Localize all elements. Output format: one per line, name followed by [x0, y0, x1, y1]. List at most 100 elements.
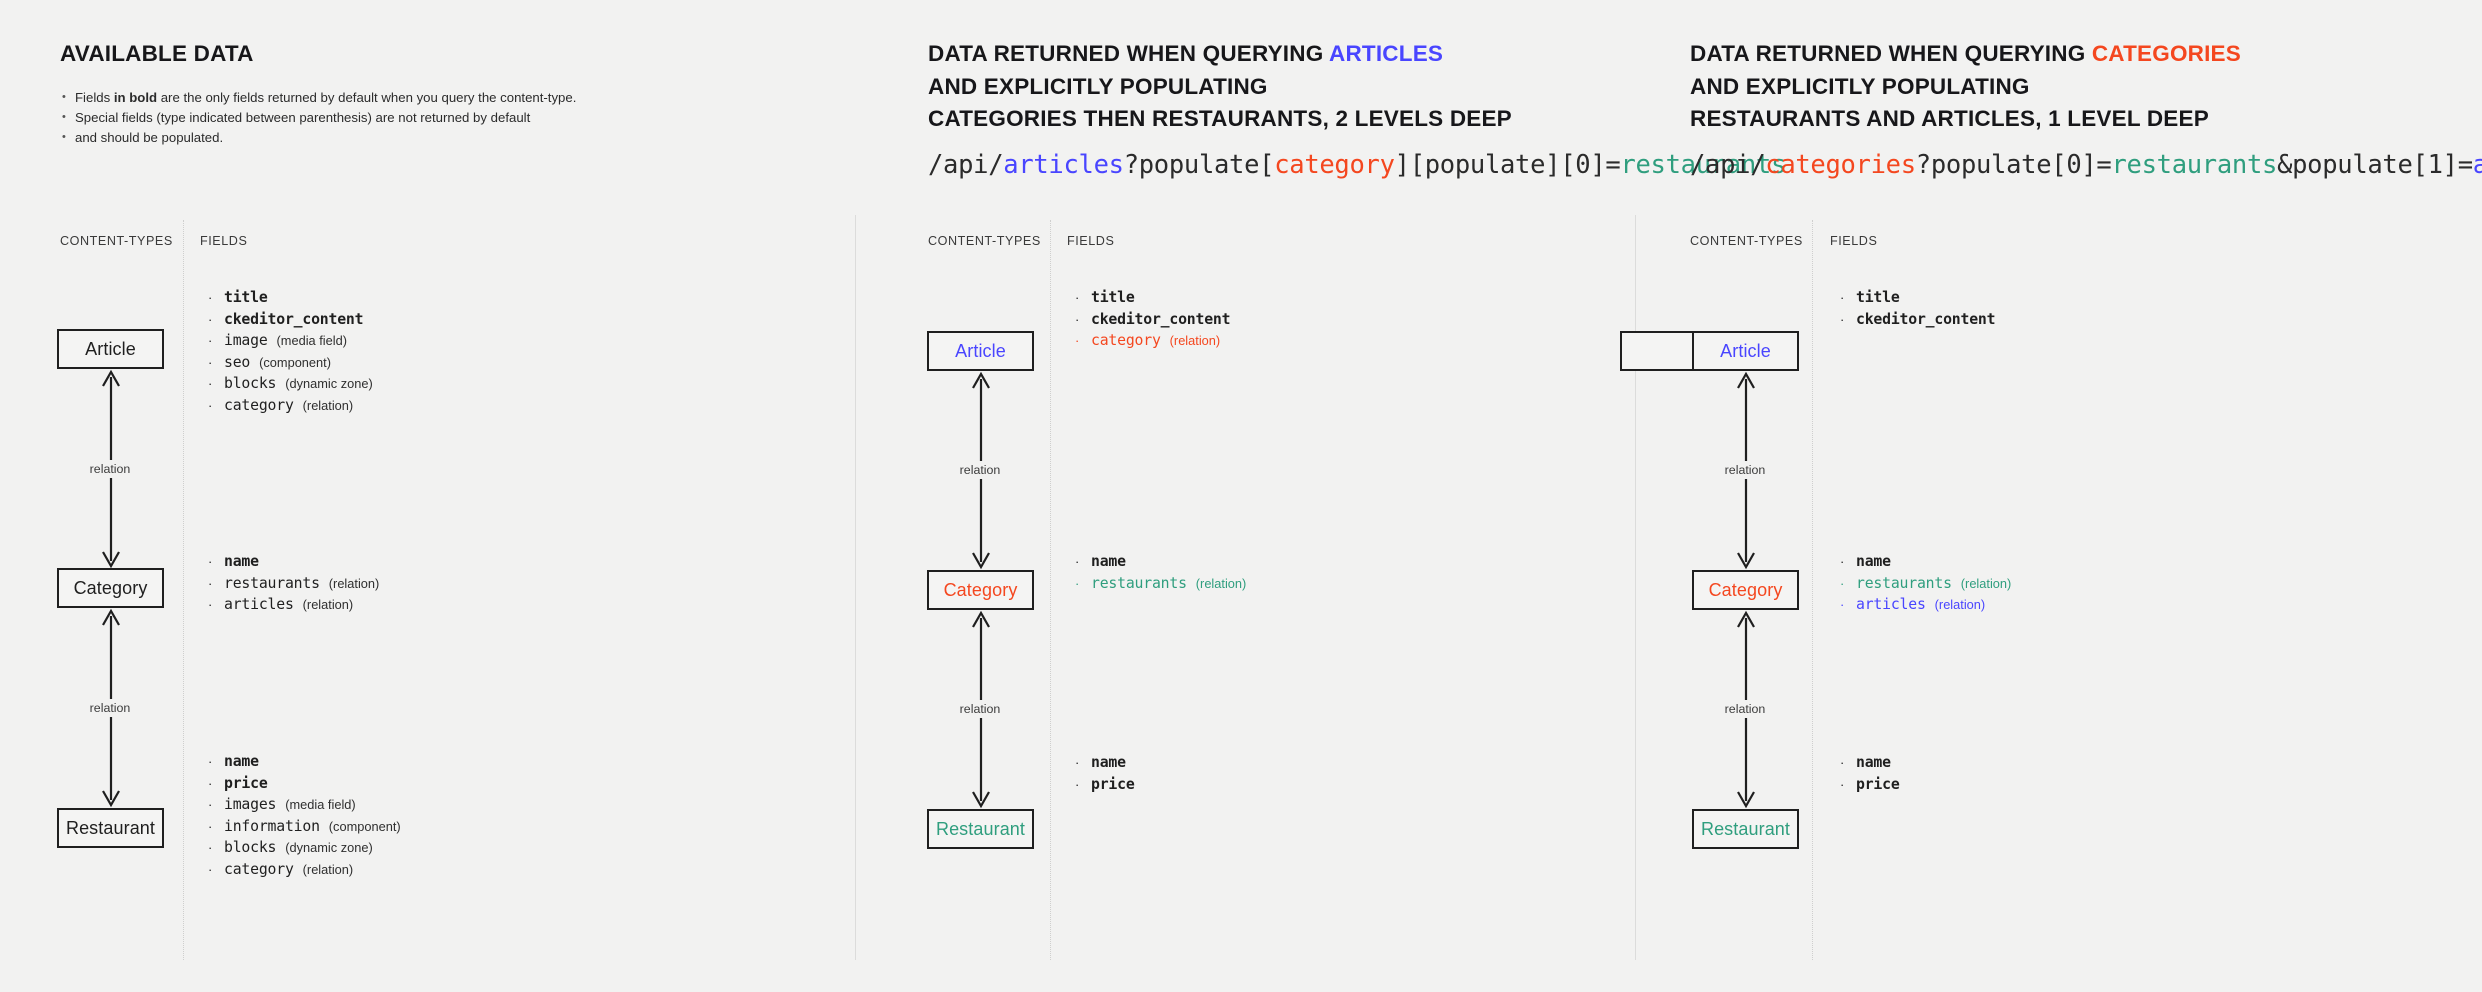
- field-group-restaurant: ·name·price·images(media field)·informat…: [208, 753, 401, 882]
- field-row: ·information(component): [208, 818, 401, 840]
- heading-highlight: CATEGORIES: [2091, 41, 2241, 66]
- field-group-restaurant: ·name·price: [1840, 754, 1900, 797]
- field-row: ·restaurants(relation): [208, 575, 379, 597]
- entity-label: Category: [1708, 579, 1783, 600]
- note-item-cont: and should be populated.: [60, 127, 576, 148]
- heading-line-1: DATA RETURNED WHEN QUERYING CATEGORIES: [1690, 41, 2241, 66]
- relation-label: relation: [955, 461, 1005, 479]
- bullet-icon: ·: [208, 354, 213, 370]
- field-name: price: [224, 774, 268, 792]
- heading-line: AVAILABLE DATA: [60, 41, 254, 66]
- field-name: ckeditor_content: [1856, 310, 1996, 328]
- field-type: (component): [259, 354, 331, 370]
- field-name: price: [1091, 775, 1135, 793]
- bullet-icon: ·: [208, 818, 213, 834]
- relation-label: relation: [1720, 461, 1770, 479]
- entity-box-article[interactable]: Article: [1692, 331, 1799, 371]
- field-row: ·category(relation): [208, 861, 401, 883]
- bullet-icon: ·: [208, 861, 213, 877]
- column-label-content-types: CONTENT-TYPES: [1690, 234, 1803, 248]
- entity-label: Article: [955, 340, 1006, 361]
- panel-1-notes: Fields in bold are the only fields retur…: [60, 87, 576, 148]
- field-row: ·restaurants(relation): [1840, 575, 2011, 597]
- entity-label: Category: [943, 579, 1018, 600]
- api-part: /api/: [928, 150, 1004, 180]
- entity-box-restaurant[interactable]: Restaurant: [57, 808, 164, 848]
- entity-box-category[interactable]: Category: [57, 568, 164, 608]
- field-name: articles: [224, 596, 294, 613]
- field-row: · name: [1840, 553, 2011, 575]
- bullet-icon: ·: [208, 597, 213, 612]
- entity-box-category[interactable]: Category: [1692, 570, 1799, 610]
- bullet-icon: ·: [1840, 290, 1845, 305]
- field-type: (relation): [1169, 333, 1221, 348]
- field-type: (relation): [1195, 575, 1247, 591]
- field-name: restaurants: [1856, 574, 1952, 592]
- entity-box-article[interactable]: Article: [57, 329, 164, 369]
- bullet-icon: ·: [208, 554, 213, 569]
- field-name: name: [1856, 754, 1891, 771]
- field-name: image: [224, 332, 268, 349]
- field-name: name: [1091, 553, 1126, 570]
- field-name: ckeditor_content: [1091, 310, 1231, 328]
- bullet-icon: ·: [1075, 755, 1080, 770]
- api-part: /api/: [1690, 150, 1766, 180]
- field-name: restaurants: [224, 574, 320, 592]
- panel-3-dotted-divider: [1812, 220, 1813, 960]
- field-name: restaurants: [1091, 574, 1187, 592]
- relation-label: relation: [85, 460, 135, 478]
- field-row: ·ckeditor_content: [208, 311, 373, 333]
- bullet-icon: ·: [208, 376, 213, 391]
- column-label-fields: FIELDS: [200, 234, 248, 248]
- field-name: title: [1091, 289, 1135, 306]
- bullet-icon: ·: [1840, 554, 1845, 569]
- panel-1-heading: AVAILABLE DATA: [60, 38, 254, 71]
- field-group-article: ·title·ckeditor_content·image(media fiel…: [208, 289, 373, 418]
- heading-highlight: ARTICLES: [1329, 41, 1444, 66]
- entity-box-category[interactable]: Category: [927, 570, 1034, 610]
- bullet-icon: ·: [1075, 554, 1080, 569]
- field-row: · seo (component): [208, 354, 373, 376]
- field-row: · title: [1840, 289, 1995, 311]
- field-row: ·blocks(dynamic zone): [208, 839, 401, 861]
- bullet-icon: ·: [1075, 290, 1080, 305]
- bullet-icon: ·: [1075, 333, 1080, 348]
- field-row: · name: [1840, 754, 1900, 776]
- field-name: name: [1856, 553, 1891, 570]
- field-name: name: [1091, 754, 1126, 771]
- bullet-icon: ·: [208, 290, 213, 305]
- field-row: ·category(relation): [1075, 332, 1230, 354]
- heading-line-1: DATA RETURNED WHEN QUERYING ARTICLES: [928, 41, 1444, 66]
- field-group-category: ·name·restaurants(relation): [1075, 553, 1246, 596]
- field-group-restaurant: · name ·price: [1075, 754, 1135, 797]
- api-part: restaurants: [1620, 150, 1787, 180]
- api-part: categories: [1765, 150, 1916, 180]
- api-part: ][populate][0]=: [1394, 150, 1621, 180]
- entity-box-article[interactable]: Article: [927, 331, 1034, 371]
- column-label-fields: FIELDS: [1067, 234, 1115, 248]
- field-name: blocks: [224, 839, 277, 856]
- bullet-icon: ·: [1840, 755, 1845, 770]
- heading-line-3: CATEGORIES THEN RESTAURANTS, 2 LEVELS DE…: [928, 106, 1512, 131]
- field-name: title: [224, 289, 268, 306]
- entity-box-restaurant[interactable]: Restaurant: [1692, 809, 1799, 849]
- column-label-content-types: CONTENT-TYPES: [60, 234, 173, 248]
- field-row: ·blocks(dynamic zone): [208, 375, 373, 397]
- note-item: Fields in bold are the only fields retur…: [60, 87, 576, 108]
- field-name: images: [224, 796, 277, 813]
- field-row: ·ckeditor_content: [1840, 310, 1996, 333]
- bullet-icon: ·: [1840, 597, 1845, 612]
- field-name: seo: [224, 353, 251, 371]
- column-label-fields: FIELDS: [1830, 234, 1878, 248]
- field-group-article: · title ·ckeditor_content: [1840, 289, 1996, 333]
- field-name: blocks: [224, 375, 277, 392]
- field-type: (relation): [1934, 597, 1986, 612]
- field-type: (relation): [328, 575, 380, 591]
- field-row: ·restaurants(relation): [1075, 575, 1246, 597]
- entity-box-restaurant[interactable]: Restaurant: [927, 809, 1034, 849]
- field-name: title: [1856, 289, 1900, 306]
- entity-label: Restaurant: [935, 818, 1026, 839]
- field-row: ·price: [1075, 776, 1135, 798]
- column-label-content-types: CONTENT-TYPES: [928, 234, 1041, 248]
- bullet-icon: ·: [208, 797, 213, 812]
